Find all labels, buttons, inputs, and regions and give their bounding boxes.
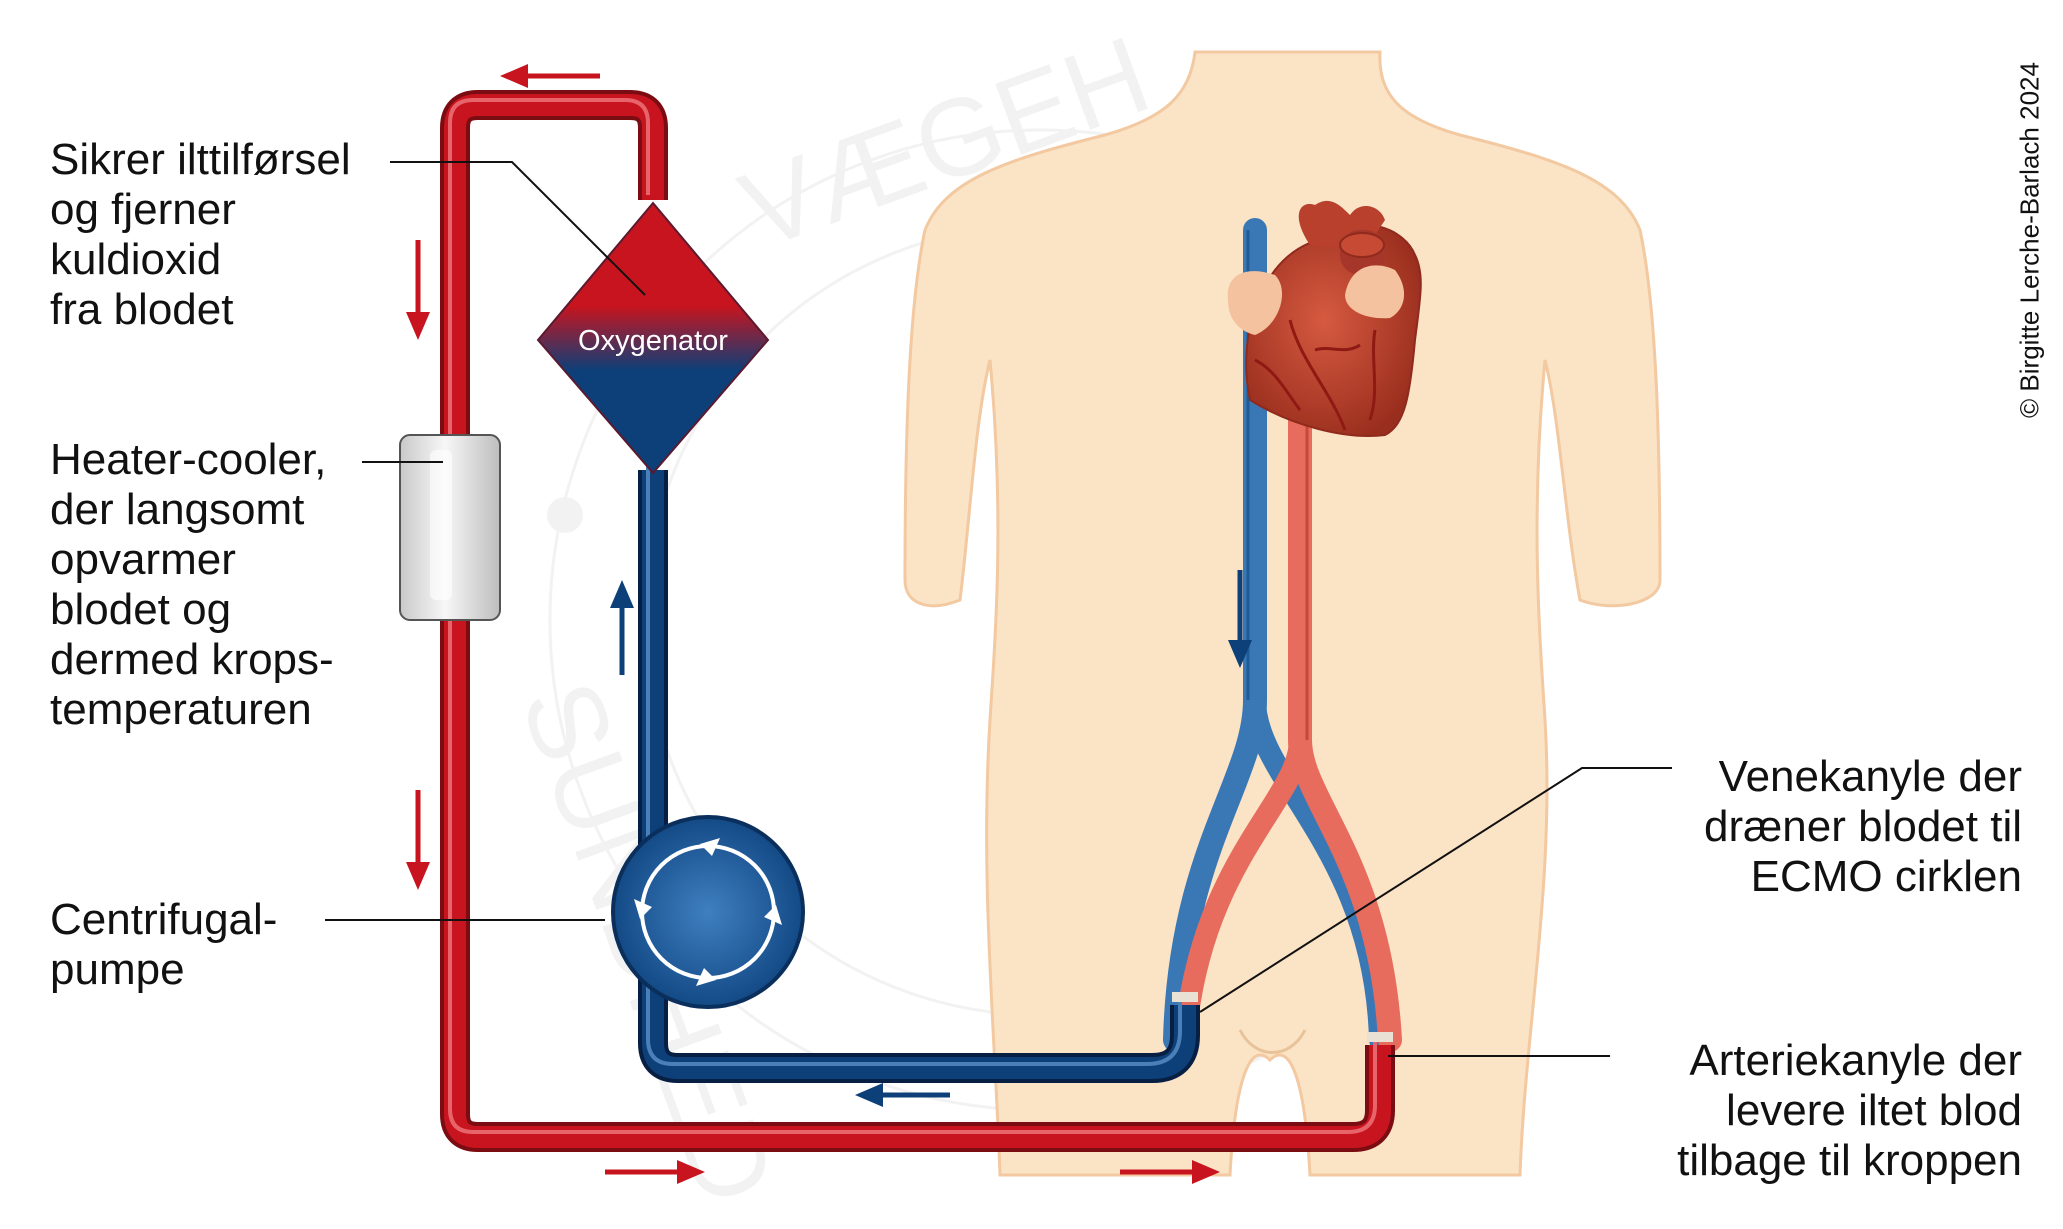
label-line: Centrifugal-	[50, 895, 278, 944]
label-line: dræner blodet til	[1704, 802, 2022, 851]
leader-lines	[325, 161, 1672, 1057]
label-line: Heater-cooler,	[50, 435, 327, 484]
heater-cooler-description: Heater-cooler, der langsomt opvarmer blo…	[50, 435, 334, 735]
label-line: temperaturen	[50, 685, 312, 734]
oxygenator-description: Sikrer ilttilførsel og fjerner kuldioxid…	[50, 135, 351, 335]
ecmo-circuit	[440, 90, 1395, 1152]
centrifugal-pump	[611, 815, 805, 1009]
label-line: fra blodet	[50, 285, 234, 334]
copyright-notice: © Birgitte Lerche-Barlach 2024	[2014, 62, 2045, 418]
label-line: Sikrer ilttilførsel	[50, 135, 351, 184]
heater-cooler	[399, 434, 501, 621]
label-line: opvarmer	[50, 535, 236, 584]
pump-description: Centrifugal- pumpe	[50, 895, 277, 995]
oxygenator-label: Oxygenator	[578, 325, 728, 357]
oxygenator: Oxygenator	[536, 201, 770, 475]
label-line: kuldioxid	[50, 235, 222, 284]
label-line: pumpe	[50, 945, 185, 994]
heart	[1227, 200, 1422, 437]
label-line: og fjerner	[50, 185, 236, 234]
body-silhouette	[903, 50, 1662, 1177]
artery-cannula-description: Arteriekanyle der levere iltet blod tilb…	[1677, 1036, 2022, 1186]
label-line: ECMO cirklen	[1750, 852, 2022, 901]
label-line: der langsomt	[50, 485, 305, 534]
label-line: blodet og	[50, 585, 232, 634]
label-line: tilbage til kroppen	[1677, 1136, 2022, 1185]
label-line: levere iltet blod	[1726, 1086, 2022, 1135]
vein-cannula-description: Venekanyle der dræner blodet til ECMO ci…	[1704, 752, 2022, 902]
buttock-line	[1238, 1029, 1307, 1054]
flow-arrows	[406, 64, 1252, 1184]
label-line: Venekanyle der	[1718, 752, 2022, 801]
label-line: dermed krops-	[50, 635, 334, 684]
label-line: Arteriekanyle der	[1689, 1036, 2022, 1085]
